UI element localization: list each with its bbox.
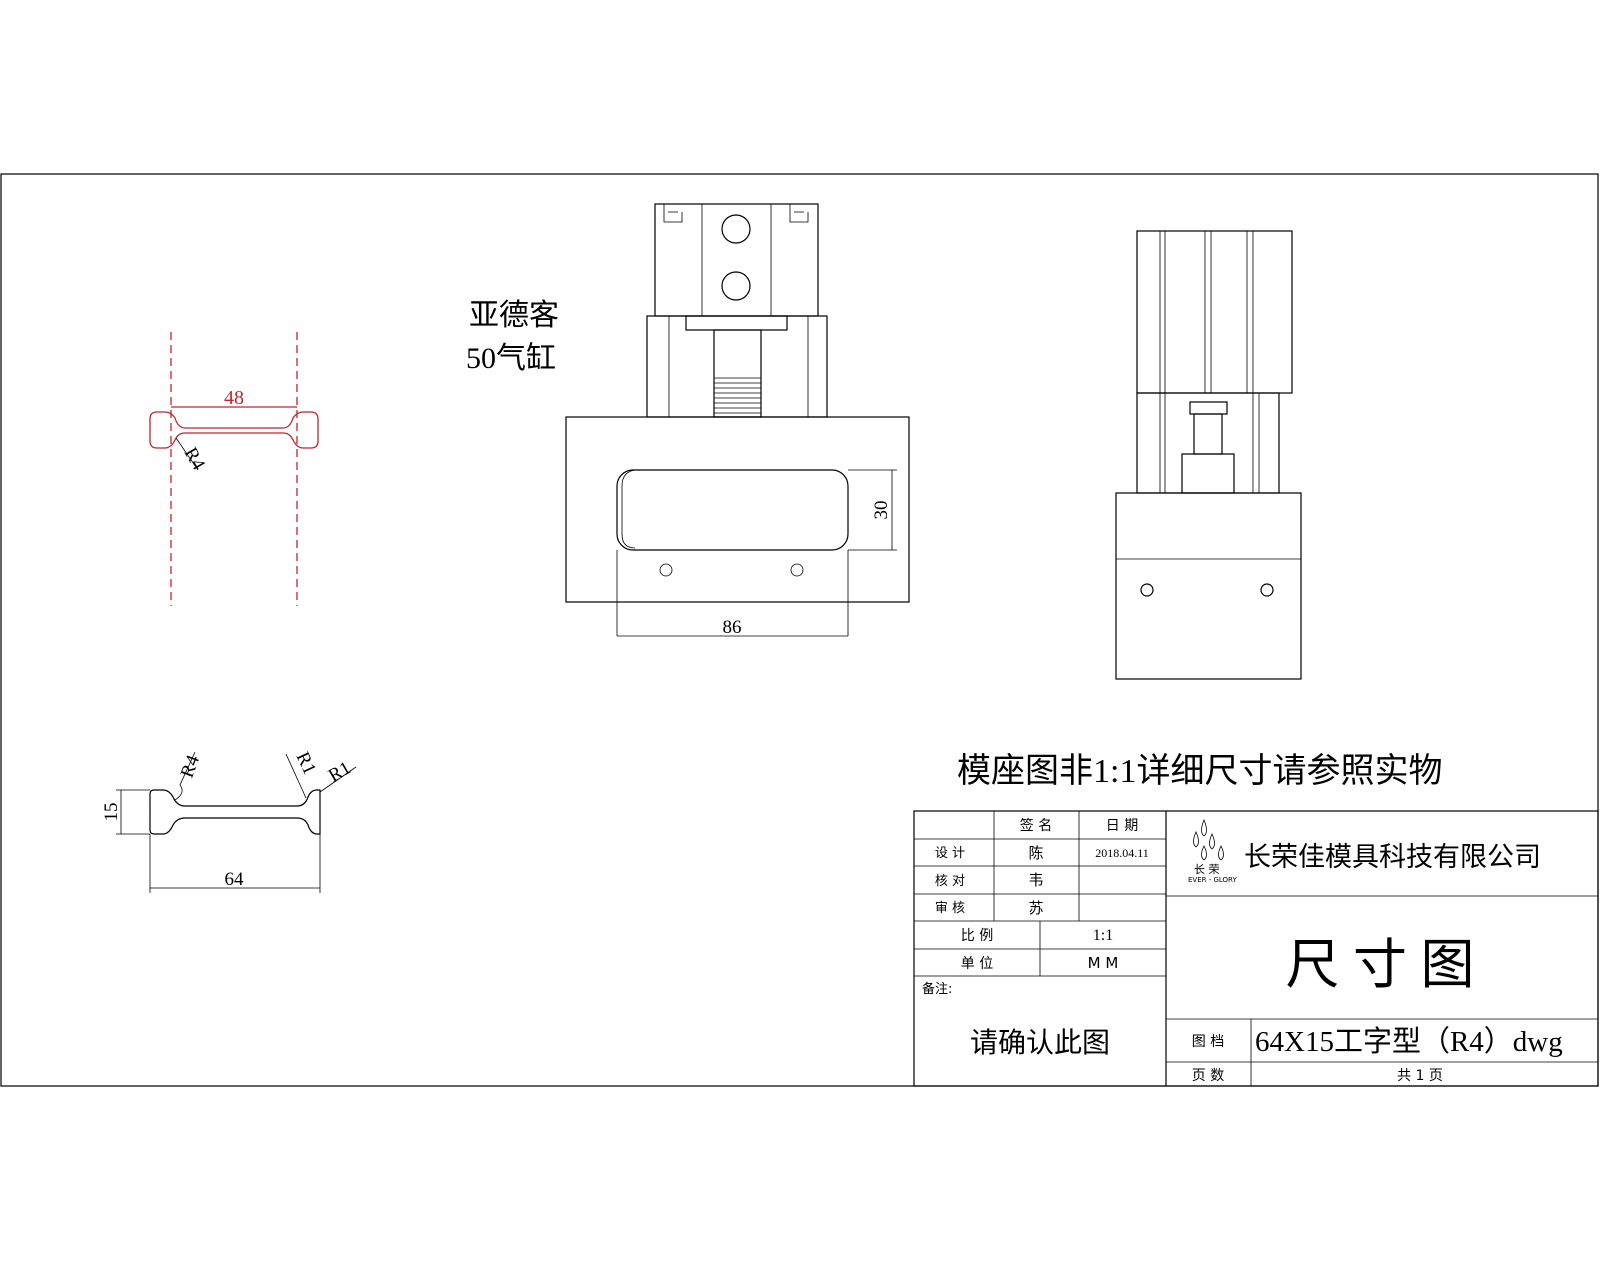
- dim-48-text: 48: [224, 387, 244, 409]
- rod-plate: [685, 315, 788, 331]
- leader-r1-mid: [285, 753, 307, 799]
- leader-r1-right: [319, 766, 357, 793]
- dim-86-text: 86: [723, 617, 742, 638]
- side-rod-top: [1189, 401, 1228, 415]
- company-name: 长荣佳模具科技有限公司: [1244, 842, 1541, 872]
- label-check: 核 对: [935, 874, 965, 889]
- cylinder-label-line2: 50气缸: [466, 342, 556, 375]
- side-flange: [1136, 392, 1280, 494]
- label-figure: 图 档: [1192, 1034, 1224, 1050]
- value-pages: 共 1 页: [1397, 1068, 1443, 1084]
- port-marker-left: [663, 204, 683, 223]
- profile-top-view: 48 R4: [149, 332, 319, 606]
- value-scale: 1:1: [1093, 927, 1113, 944]
- value-design-date: 2018.04.11: [1095, 846, 1149, 860]
- cylinder-label-line1: 亚德客: [469, 299, 559, 332]
- mount-hole-left: [659, 563, 673, 577]
- port-marker-right: [789, 204, 809, 223]
- label-pages: 页 数: [1192, 1068, 1224, 1084]
- logo-text: 长 荣: [1194, 863, 1220, 876]
- air-port-lower: [721, 271, 751, 301]
- die-slot-inner: [621, 469, 636, 549]
- value-unit: M M: [1088, 954, 1119, 972]
- rod-thread: [714, 377, 761, 414]
- value-check-name: 韦: [1028, 871, 1043, 889]
- remarks-label: 备注:: [922, 981, 952, 997]
- leader-r4-bottom: [174, 751, 196, 801]
- remarks-text: 请确认此图: [970, 1027, 1110, 1059]
- die-base: [565, 416, 910, 603]
- drawing-title: 尺 寸 图: [1286, 935, 1475, 995]
- piston-rod: [713, 329, 762, 418]
- side-hole-right: [1260, 583, 1274, 597]
- label-design: 设 计: [935, 846, 965, 861]
- radius-r1-mid: R1: [292, 749, 320, 778]
- header-sign: 签 名: [1020, 817, 1052, 834]
- value-figure: 64X15工字型（R4）dwg: [1255, 1025, 1563, 1058]
- scale-note: 模座图非1:1详细尺寸请参照实物: [957, 752, 1442, 790]
- company-logo: 长 荣 EVER - GLORY: [1188, 818, 1237, 884]
- header-date: 日 期: [1106, 818, 1138, 834]
- dim-15-text: 15: [101, 803, 122, 822]
- logo-drop-icon: [1201, 818, 1207, 837]
- label-audit: 审 核: [935, 901, 965, 916]
- radius-r4-top: R4: [180, 444, 210, 474]
- label-scale: 比 例: [961, 928, 993, 944]
- side-rod-block: [1181, 453, 1235, 494]
- profile-top-shape: [149, 411, 319, 449]
- side-die-base: [1115, 492, 1302, 680]
- profile-bottom-view: 15 64 R4 R1 R1: [101, 749, 357, 893]
- side-hole-left: [1140, 583, 1154, 597]
- radius-r4-bottom: R4: [177, 752, 204, 780]
- label-unit: 单 位: [961, 956, 993, 972]
- front-view: 30 86: [565, 203, 910, 638]
- value-audit-name: 苏: [1028, 899, 1043, 917]
- title-block: 签 名 日 期 设 计 陈 2018.04.11 核 对 韦 审 核 苏 比 例…: [913, 810, 1599, 1087]
- die-slot: [616, 469, 849, 551]
- radius-r1-right: R1: [325, 757, 355, 786]
- cylinder-flange: [646, 315, 828, 418]
- logo-subtext: EVER - GLORY: [1188, 876, 1237, 884]
- drawing-frame: [0, 173, 1599, 1087]
- value-design-name: 陈: [1028, 844, 1043, 862]
- cylinder-body: [654, 203, 819, 317]
- mount-hole-right: [790, 563, 804, 577]
- air-port-upper: [721, 214, 751, 244]
- side-rod: [1193, 413, 1223, 455]
- leader-r4-top: [175, 437, 199, 471]
- side-view: [1115, 230, 1302, 680]
- profile-bottom-shape: [149, 789, 321, 835]
- dim-64-text: 64: [225, 869, 245, 890]
- title-block-border: [913, 810, 1599, 1087]
- dim-30-text: 30: [871, 501, 892, 520]
